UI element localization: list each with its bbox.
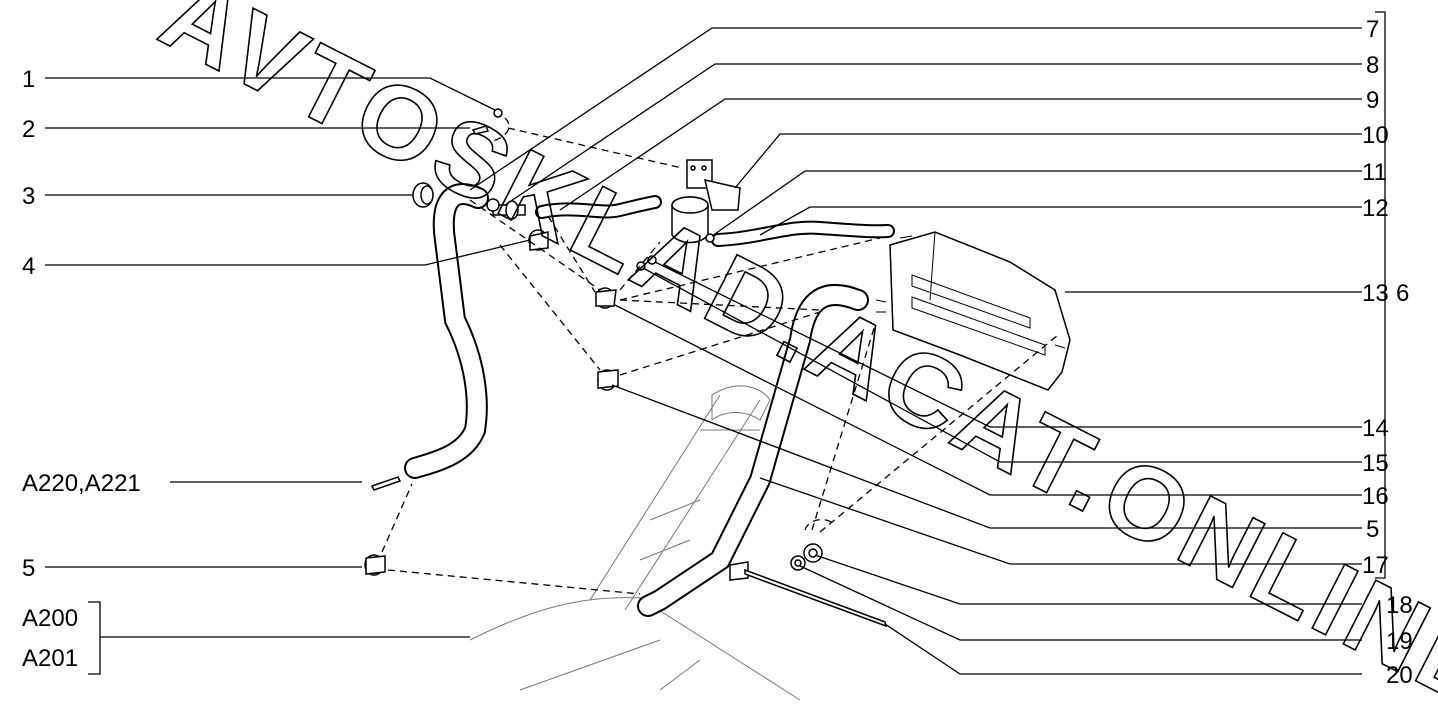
label-16: 16 [1362, 483, 1389, 510]
hose-12 [711, 220, 895, 247]
label-11: 11 [1362, 159, 1387, 186]
label-18: 18 [1386, 592, 1413, 619]
label-5-right: 5 [1366, 516, 1379, 543]
label-4: 4 [22, 253, 35, 280]
hose-left [404, 183, 489, 479]
hose-small-9 [535, 195, 662, 219]
assembly-lines [381, 117, 1059, 595]
label-3: 3 [22, 183, 35, 210]
label-5-left: 5 [22, 555, 35, 582]
clamps [364, 182, 619, 576]
label-a220-a221: A220,A221 [22, 470, 141, 497]
hose-center [637, 284, 869, 617]
label-10: 10 [1362, 122, 1389, 149]
label-8: 8 [1366, 52, 1379, 79]
label-15: 15 [1362, 450, 1389, 477]
canister-13 [875, 231, 1071, 391]
leader-lines [45, 11, 1386, 675]
label-12: 12 [1362, 195, 1389, 222]
label-9: 9 [1366, 87, 1379, 114]
watermark: AVTOSKLAD.ACAT.ONLINE [143, 0, 1438, 726]
label-19: 19 [1386, 628, 1413, 655]
label-a200: A200 [22, 605, 78, 632]
label-a201: A201 [22, 645, 78, 672]
background-structure [469, 385, 801, 701]
label-20: 20 [1386, 662, 1413, 689]
label-6: 6 [1396, 280, 1409, 307]
valve-body [671, 159, 741, 244]
label-17: 17 [1362, 552, 1389, 579]
label-14: 14 [1362, 415, 1389, 442]
watermark-text: AVTOSKLAD.ACAT.ONLINE [144, 0, 1438, 726]
callout-labels: 1 2 3 4 5 7 8 9 10 11 12 13 6 14 15 16 5… [22, 16, 1413, 689]
label-7: 7 [1366, 16, 1379, 43]
label-13: 13 [1362, 280, 1389, 307]
small-fasteners [370, 108, 888, 628]
label-1: 1 [22, 66, 35, 93]
label-2: 2 [22, 116, 35, 143]
